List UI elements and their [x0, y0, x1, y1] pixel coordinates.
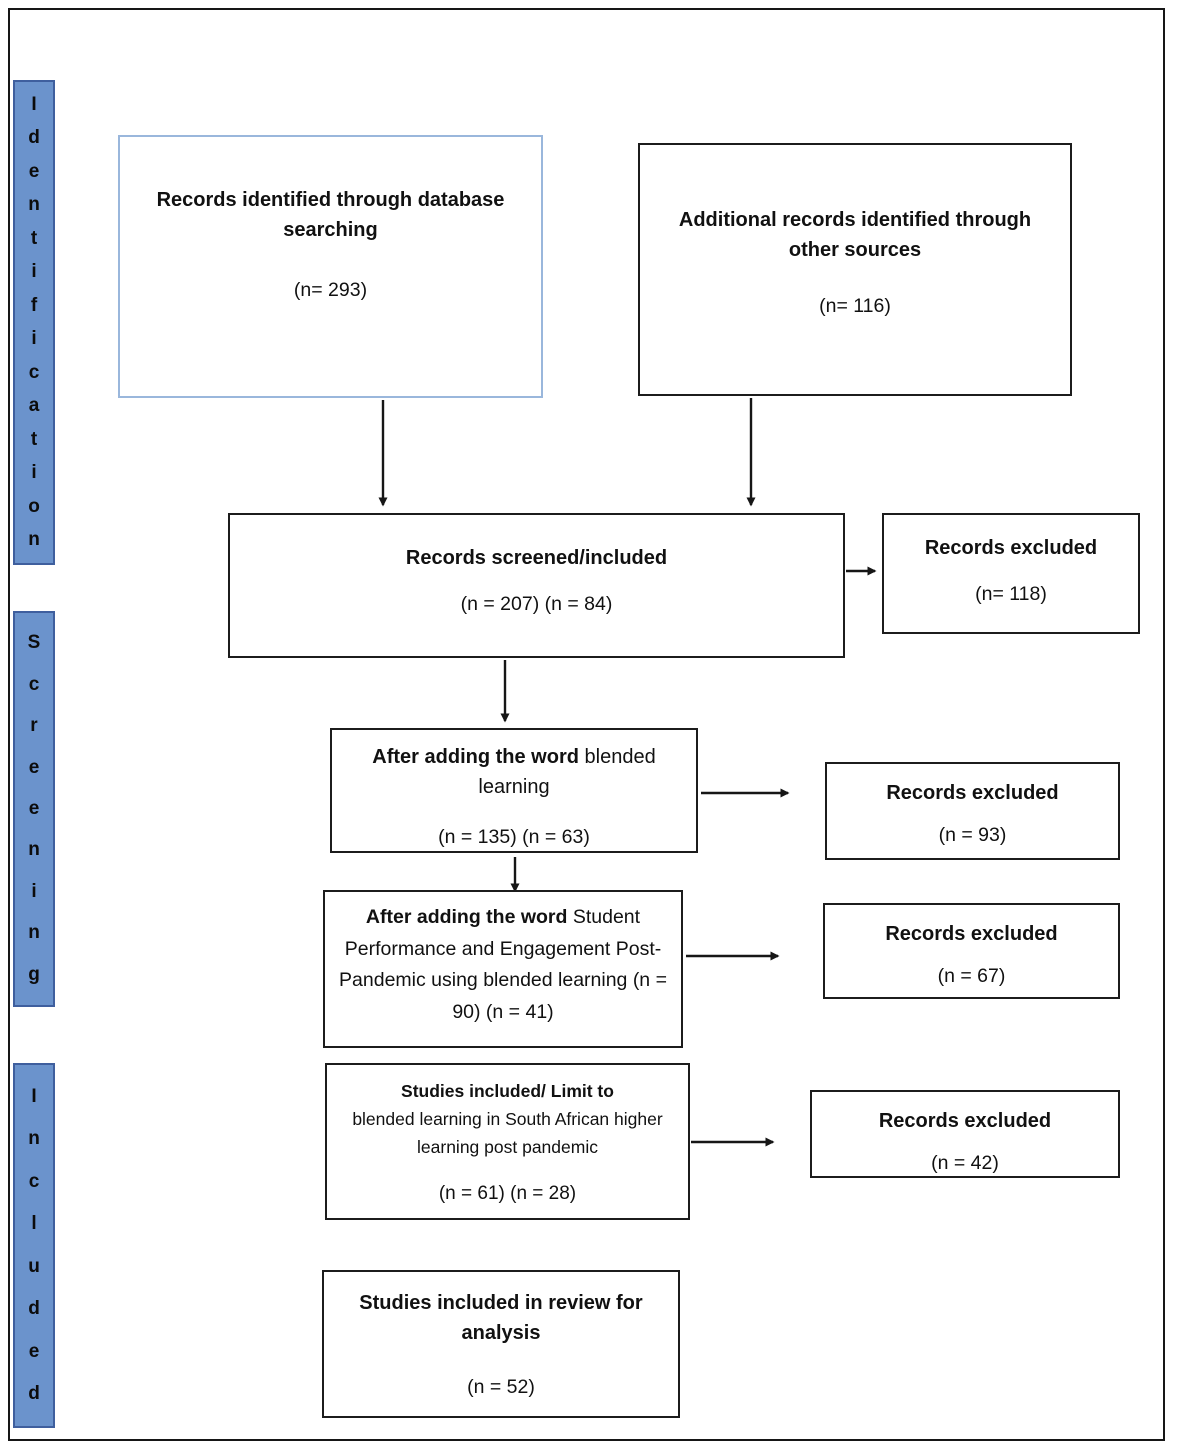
stage-letter: e — [28, 1340, 40, 1362]
box-after-adding-blended-learning: After adding the word blended learning (… — [330, 728, 698, 853]
box-count: (n= 118) — [975, 583, 1047, 605]
stage-letter: c — [28, 361, 40, 383]
box-records-excluded-screening: Records excluded (n= 118) — [882, 513, 1140, 634]
box-count: (n = 207) (n = 84) — [460, 593, 613, 615]
stage-letter: o — [28, 495, 40, 517]
box-title: Records screened/included — [405, 547, 668, 569]
box-count: (n = 61) (n = 28) — [438, 1183, 577, 1204]
box-title: Studies included in review for analysis — [359, 1292, 643, 1344]
box-title: Records excluded — [886, 782, 1059, 804]
box-title: Additional records identified through ot… — [678, 209, 1032, 261]
stage-letter: l — [31, 1213, 37, 1235]
stage-letter: n — [28, 1128, 40, 1150]
box-records-excluded-student: Records excluded (n = 67) — [823, 903, 1120, 999]
stage-letter: r — [30, 715, 38, 737]
stage-letter: a — [28, 395, 40, 417]
stage-letter: S — [27, 632, 41, 654]
stage-letter: e — [28, 160, 40, 182]
stage-letter: n — [28, 839, 40, 861]
stage-letter: n — [28, 194, 40, 216]
box-title: After adding the word blended learning — [372, 746, 656, 798]
box-count: (n = 67) — [937, 965, 1006, 987]
stage-letter: n — [28, 529, 40, 551]
stage-letter: g — [28, 963, 40, 985]
stage-letter: e — [28, 797, 40, 819]
stage-letter: d — [28, 1383, 40, 1405]
box-title: Records excluded — [878, 1110, 1052, 1132]
box-records-excluded-limit: Records excluded (n = 42) — [810, 1090, 1120, 1178]
box-count: (n = 52) — [467, 1376, 535, 1398]
box-title: Records excluded — [924, 537, 1098, 559]
box-after-adding-student-performance: After adding the word Student Performanc… — [323, 890, 683, 1048]
stage-letter: c — [28, 673, 40, 695]
stage-letter: t — [30, 227, 38, 249]
stage-letter: d — [28, 1298, 40, 1320]
stage-letter: u — [28, 1255, 40, 1277]
box-title: Records excluded — [885, 923, 1058, 945]
box-studies-included-review: Studies included in review for analysis … — [322, 1270, 680, 1418]
stage-letter: I — [31, 1085, 37, 1107]
box-records-identified-database: Records identified through database sear… — [118, 135, 543, 398]
box-additional-records-other-sources: Additional records identified through ot… — [638, 143, 1072, 396]
stage-letter: f — [30, 294, 38, 316]
stage-letter: c — [28, 1170, 40, 1192]
stage-letter: i — [31, 328, 37, 350]
stage-letter: t — [30, 428, 38, 450]
box-count: (n= 116) — [819, 295, 891, 317]
stage-letter: I — [31, 93, 37, 115]
box-records-excluded-blended: Records excluded (n = 93) — [825, 762, 1120, 860]
stage-letter: e — [28, 756, 40, 778]
box-count: (n = 93) — [938, 824, 1007, 846]
box-count: (n = 135) (n = 63) — [438, 826, 590, 848]
stage-letter: n — [28, 922, 40, 944]
stage-letter: i — [31, 261, 37, 283]
stage-letter: i — [31, 462, 37, 484]
box-count: (n= 293) — [293, 279, 368, 301]
box-title: After adding the word Student Performanc… — [339, 906, 667, 1023]
box-count: (n = 42) — [931, 1152, 999, 1174]
box-title: Records identified through database sear… — [156, 189, 505, 241]
stage-letter: d — [28, 127, 40, 149]
box-records-screened-included: Records screened/included (n = 207) (n =… — [228, 513, 845, 658]
stage-letter: i — [31, 880, 37, 902]
